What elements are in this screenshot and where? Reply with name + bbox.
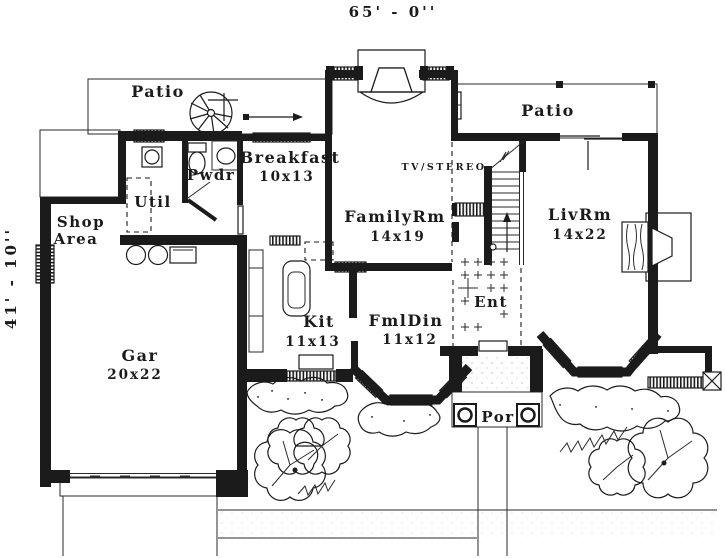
room-size-kitchen: 11x13: [285, 334, 341, 350]
room-size-living: 14x22: [552, 227, 608, 243]
room-label-living: LivRm: [548, 205, 612, 224]
doors: [70, 135, 622, 479]
room-size-garage: 20x22: [107, 367, 163, 383]
kitchen-fixtures: [248, 241, 334, 353]
room-size-family: 14x19: [370, 229, 426, 245]
utility-room-fixtures: [126, 146, 163, 233]
room-label-garage: Gar: [122, 346, 159, 365]
room-label-shop-line2: Area: [53, 230, 99, 248]
room-size-dining: 11x12: [382, 332, 438, 348]
windows: [35, 66, 722, 391]
room-label-family: FamilyRm: [344, 207, 445, 226]
room-label-patio-right: Patio: [521, 101, 575, 120]
dining-bay-window: [348, 363, 473, 406]
width-dimension-label: 65' - 0'': [349, 3, 438, 21]
spiral-staircase: [189, 91, 238, 135]
laundry-appliances: [125, 244, 197, 266]
height-dimension-label: 41' - 10'': [2, 227, 20, 329]
living-room-fireplace: [621, 212, 692, 282]
room-label-porch: Por: [481, 408, 514, 426]
trees: [254, 417, 709, 501]
room-label-patio-left: Patio: [131, 82, 185, 101]
room-label-dining: FmlDin: [369, 311, 444, 330]
driveway-and-walks: [59, 427, 717, 556]
porch-floor: [451, 356, 543, 428]
room-size-breakfast: 10x13: [259, 169, 315, 185]
entry-tile-floor: [458, 258, 508, 331]
patio-arrow: [243, 113, 303, 121]
living-bay-window: [536, 330, 662, 378]
family-room-fireplace: [357, 49, 426, 104]
room-label-shop-line1: Shop: [57, 213, 105, 231]
room-label-utility: Util: [134, 193, 171, 211]
porch-columns: [453, 403, 540, 427]
label-tv-stereo: TV/STEREO: [402, 162, 487, 173]
foundation-shrubs: [246, 376, 681, 437]
labels: 65' - 0'' 41' - 10'' Patio Patio Breakfa…: [2, 3, 612, 426]
room-label-breakfast: Breakfast: [240, 148, 341, 167]
powder-room-fixtures: [186, 140, 240, 222]
room-label-kitchen: Kit: [303, 312, 335, 331]
dashed-partitions: [451, 142, 522, 350]
main-staircase: [488, 140, 525, 265]
room-label-powder: Pwdr: [187, 166, 236, 184]
room-label-entry: Ent: [474, 293, 508, 311]
